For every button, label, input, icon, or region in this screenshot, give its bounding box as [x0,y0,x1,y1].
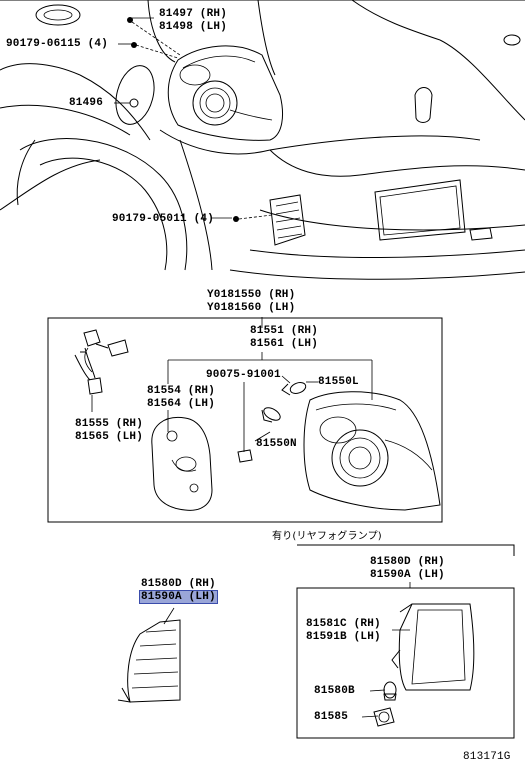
bulb-81550n [261,407,281,423]
fog-box [296,544,515,739]
socket-harness [74,329,129,395]
label-81554: 81554 (RH) [147,385,216,397]
label-81496: 81496 [69,97,104,109]
label-81590a-highlighted[interactable]: 81590A (LH) [139,590,218,604]
left-reflector [117,607,181,703]
label-81580d: 81580D (RH) [141,578,216,590]
label-90179-06115: 90179-06115 (4) [6,38,109,50]
label-y0181560: Y0181560 (LH) [207,302,296,314]
fog-note: 有り(リヤフォグランプ) [272,531,382,542]
label-81561: 81561 (LH) [250,338,319,350]
label-81551: 81551 (RH) [250,325,319,337]
label-81591b: 81591B (LH) [306,631,381,643]
label-90075-91001: 90075-91001 [206,369,281,381]
label-81550n: 81550N [256,438,297,450]
label-81564: 81564 (LH) [147,398,216,410]
label-81580d-box: 81580D (RH) [370,556,445,568]
label-81581c: 81581C (RH) [306,618,381,630]
label-81555: 81555 (RH) [75,418,144,430]
label-81498: 81498 (LH) [159,21,228,33]
assembly-box [47,317,443,523]
label-y0181550: Y0181550 (RH) [207,289,296,301]
label-81550l: 81550L [318,376,359,388]
assembly-leader-lines [91,352,373,452]
fog-lamp [391,603,475,691]
label-81580b: 81580B [314,685,355,697]
label-81497: 81497 (RH) [159,8,228,20]
tail-lamp-assembly [303,391,441,511]
top-leader-lines [114,17,273,328]
label-81590a-box: 81590A (LH) [370,569,445,581]
lamp-gasket [151,416,213,511]
diagram-id: 813171G [463,751,511,763]
fog-bulb [383,681,397,701]
label-81565: 81565 (LH) [75,431,144,443]
label-81585: 81585 [314,711,349,723]
fog-socket [373,707,395,727]
screw-90075 [237,449,253,463]
bulb-81550l [281,382,307,396]
label-90179-05011: 90179-05011 (4) [112,213,215,225]
car-body-outline [0,0,525,280]
